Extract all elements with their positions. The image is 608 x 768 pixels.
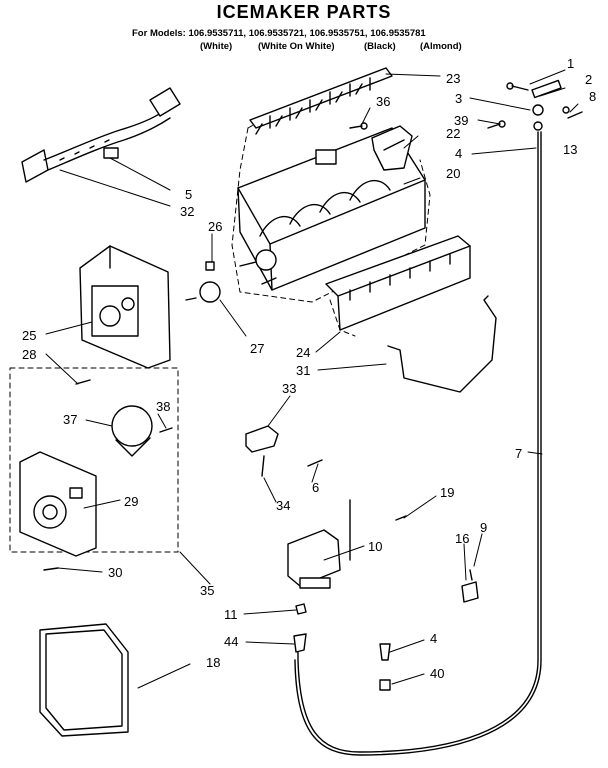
inlet-fittings bbox=[506, 79, 583, 131]
callout-5: 5 bbox=[185, 187, 192, 202]
water-valve bbox=[287, 499, 407, 589]
callout-13: 13 bbox=[563, 142, 577, 157]
callout-18: 18 bbox=[206, 655, 220, 670]
callout-37: 37 bbox=[63, 412, 77, 427]
callout-26: 26 bbox=[208, 219, 222, 234]
callout-8: 8 bbox=[589, 89, 596, 104]
water-fill-tube bbox=[294, 131, 542, 756]
callout-40: 40 bbox=[430, 666, 444, 681]
assembly-outline-24 bbox=[329, 299, 356, 337]
callout-6: 6 bbox=[312, 480, 319, 495]
diagram-title: ICEMAKER PARTS bbox=[216, 2, 392, 22]
color-black: (Black) bbox=[364, 41, 396, 52]
fill-cup bbox=[371, 125, 413, 171]
models-line: For Models: 106.9535711, 106.9535721, 10… bbox=[132, 28, 426, 39]
callout-28: 28 bbox=[22, 347, 36, 362]
callout-25: 25 bbox=[22, 328, 36, 343]
valve-fittings bbox=[293, 603, 391, 691]
screw-28 bbox=[75, 379, 91, 385]
callout-2: 2 bbox=[585, 72, 592, 87]
color-white-on-white: (White On White) bbox=[258, 41, 335, 52]
color-almond: (Almond) bbox=[420, 41, 462, 52]
callout-27: 27 bbox=[250, 341, 264, 356]
thermostat bbox=[185, 261, 221, 303]
callout-22: 22 bbox=[446, 126, 460, 141]
callout-23: 23 bbox=[446, 71, 460, 86]
wire-harness bbox=[21, 87, 181, 183]
callout-20: 20 bbox=[446, 166, 460, 181]
callout-16: 16 bbox=[455, 531, 469, 546]
callout-labels: 1 2 3 8 39 13 4 36 23 22 20 5 32 26 27 2… bbox=[22, 56, 596, 681]
callout-30: 30 bbox=[108, 565, 122, 580]
callout-36: 36 bbox=[376, 94, 390, 109]
callout-34: 34 bbox=[276, 498, 290, 513]
color-white: (White) bbox=[200, 41, 233, 52]
callout-29: 29 bbox=[124, 494, 138, 509]
callout-9: 9 bbox=[480, 520, 487, 535]
callout-4-top: 4 bbox=[455, 146, 462, 161]
callout-39: 39 bbox=[454, 113, 468, 128]
bracket-33 bbox=[245, 425, 323, 477]
callout-35: 35 bbox=[200, 583, 214, 598]
callout-32: 32 bbox=[180, 204, 194, 219]
leader-lines bbox=[45, 69, 579, 689]
switch-parts bbox=[461, 569, 479, 603]
callout-3: 3 bbox=[455, 91, 462, 106]
callout-19: 19 bbox=[440, 485, 454, 500]
callout-24: 24 bbox=[296, 345, 310, 360]
callout-7: 7 bbox=[515, 446, 522, 461]
callout-44: 44 bbox=[224, 634, 238, 649]
ice-bin-panel bbox=[39, 623, 129, 737]
callout-4-bottom: 4 bbox=[430, 631, 437, 646]
small-screws bbox=[349, 120, 506, 130]
feeler-arm-wire bbox=[387, 295, 497, 393]
ice-stripper bbox=[249, 67, 393, 135]
callout-10: 10 bbox=[368, 539, 382, 554]
assembly-outline-35 bbox=[9, 367, 179, 553]
mounting-plate bbox=[19, 451, 97, 571]
callout-31: 31 bbox=[296, 363, 310, 378]
callout-1: 1 bbox=[567, 56, 574, 71]
motor-housing bbox=[79, 245, 171, 369]
callout-11: 11 bbox=[224, 607, 238, 622]
callout-38: 38 bbox=[156, 399, 170, 414]
cover-panel bbox=[325, 235, 471, 331]
callout-33: 33 bbox=[282, 381, 296, 396]
